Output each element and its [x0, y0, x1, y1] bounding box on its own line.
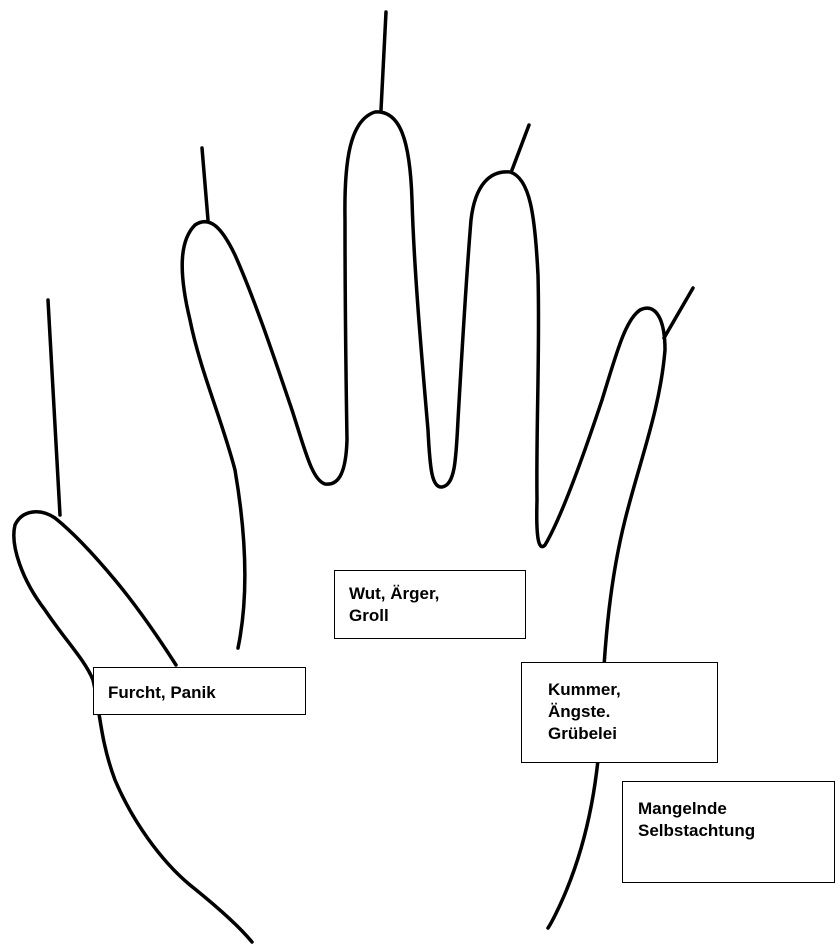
label-box-fear: Furcht, Panik: [93, 667, 306, 715]
label-box-grief: Kummer, Ängste. Grübelei: [521, 662, 718, 763]
label-fear-line-1: Furcht, Panik: [108, 682, 291, 704]
label-box-anger: Wut, Ärger, Groll: [334, 570, 526, 639]
thumb-left-edge: [14, 512, 252, 942]
label-grief-line-1: Kummer,: [548, 679, 703, 701]
pointer-line-middle: [381, 12, 386, 110]
label-anger-line-1: Wut, Ärger,: [349, 583, 511, 605]
label-grief-line-2: Ängste.: [548, 701, 703, 723]
pointer-line-thumb: [48, 300, 60, 515]
pointer-line-ring: [512, 125, 529, 170]
label-grief-line-3: Grübelei: [548, 723, 703, 745]
pointer-line-little: [664, 288, 693, 338]
label-box-self-esteem: Mangelnde Selbstachtung: [622, 781, 835, 883]
thumb-outline: [182, 112, 665, 928]
label-self-esteem-line-1: Mangelnde: [638, 798, 820, 820]
label-anger-line-2: Groll: [349, 605, 511, 627]
label-self-esteem-line-2: Selbstachtung: [638, 820, 820, 842]
pointer-line-index: [202, 148, 208, 220]
